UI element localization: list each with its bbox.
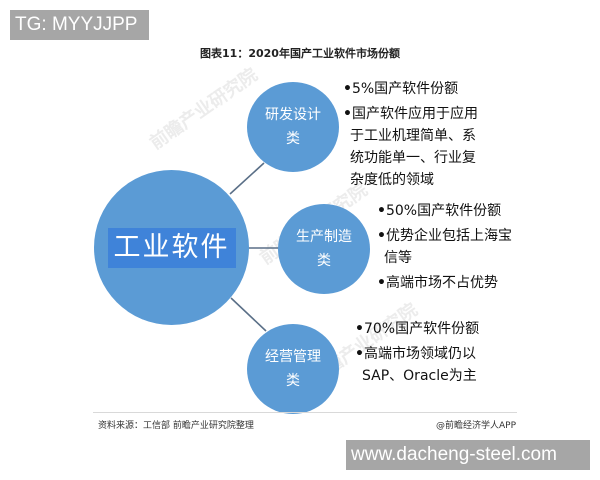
root-node-industrial-software: 工业软件 — [94, 170, 249, 325]
branch-label-line2: 类 — [317, 253, 331, 269]
bullet-text: 优势企业包括上海宝 — [385, 228, 512, 244]
bullet-item: •高端市场不占优势 — [377, 272, 547, 294]
bullet-text: 国产软件应用于应用 — [351, 106, 478, 122]
footer-divider — [93, 412, 517, 413]
bullet-continuation: SAP、Oracle为主 — [362, 368, 477, 384]
url-watermark-badge: www.dacheng-steel.com — [346, 440, 590, 470]
bullet-text: 5%国产软件份额 — [351, 81, 459, 97]
bullet-item: •5%国产软件份额 — [343, 78, 518, 100]
figure-title: 图表11：2020年国产工业软件市场份额 — [200, 47, 400, 60]
bullet-list-business-management: •70%国产软件份额 •高端市场领域仍以 SAP、Oracle为主 — [355, 318, 505, 390]
bullet-text: 70%国产软件份额 — [363, 321, 480, 337]
bullet-item: •70%国产软件份额 — [355, 318, 505, 340]
bullet-icon: • — [377, 275, 386, 291]
bullet-text: 50%国产软件份额 — [385, 203, 502, 219]
bullet-item: •优势企业包括上海宝 信等 — [377, 225, 547, 269]
bullet-continuation: 统功能单一、行业复 — [350, 150, 476, 166]
branch-node-rd-design: 研发设计 类 — [247, 82, 339, 172]
tg-watermark-badge: TG: MYYJJPP — [10, 10, 149, 40]
bullet-continuation: 信等 — [384, 250, 412, 266]
bullet-icon: • — [377, 228, 386, 244]
bullet-continuation: 杂度低的领域 — [350, 172, 434, 188]
bullet-icon: • — [343, 106, 352, 122]
bullet-list-manufacturing: •50%国产软件份额 •优势企业包括上海宝 信等 •高端市场不占优势 — [377, 200, 547, 297]
branch-node-business-management: 经营管理 类 — [247, 324, 339, 414]
bullet-item: •国产软件应用于应用 于工业机理简单、系 统功能单一、行业复 杂度低的领域 — [343, 103, 518, 191]
connector-root-to-rd — [229, 162, 265, 195]
branch-label-line2: 类 — [286, 373, 300, 389]
branch-node-manufacturing: 生产制造 类 — [278, 204, 370, 294]
bullet-list-rd-design: •5%国产软件份额 •国产软件应用于应用 于工业机理简单、系 统功能单一、行业复… — [343, 78, 518, 194]
bullet-icon: • — [355, 321, 364, 337]
bullet-item: •50%国产软件份额 — [377, 200, 547, 222]
bullet-icon: • — [343, 81, 352, 97]
branch-label-line1: 生产制造 — [296, 229, 352, 245]
bullet-icon: • — [377, 203, 386, 219]
bullet-icon: • — [355, 346, 364, 362]
connector-root-to-mgmt — [230, 297, 267, 332]
root-node-label: 工业软件 — [107, 227, 236, 268]
credit-note: @前瞻经济学人APP — [435, 421, 516, 431]
source-note: 资料来源：工信部 前瞻产业研究院整理 — [98, 421, 254, 431]
bullet-text: 高端市场领域仍以 — [363, 346, 476, 362]
bullet-text: 高端市场不占优势 — [385, 275, 498, 291]
bullet-item: •高端市场领域仍以 SAP、Oracle为主 — [355, 343, 505, 387]
branch-label-line2: 类 — [286, 131, 300, 147]
bullet-continuation: 于工业机理简单、系 — [350, 128, 476, 144]
branch-label-line1: 经营管理 — [265, 349, 321, 365]
branch-label-line1: 研发设计 — [265, 107, 321, 123]
